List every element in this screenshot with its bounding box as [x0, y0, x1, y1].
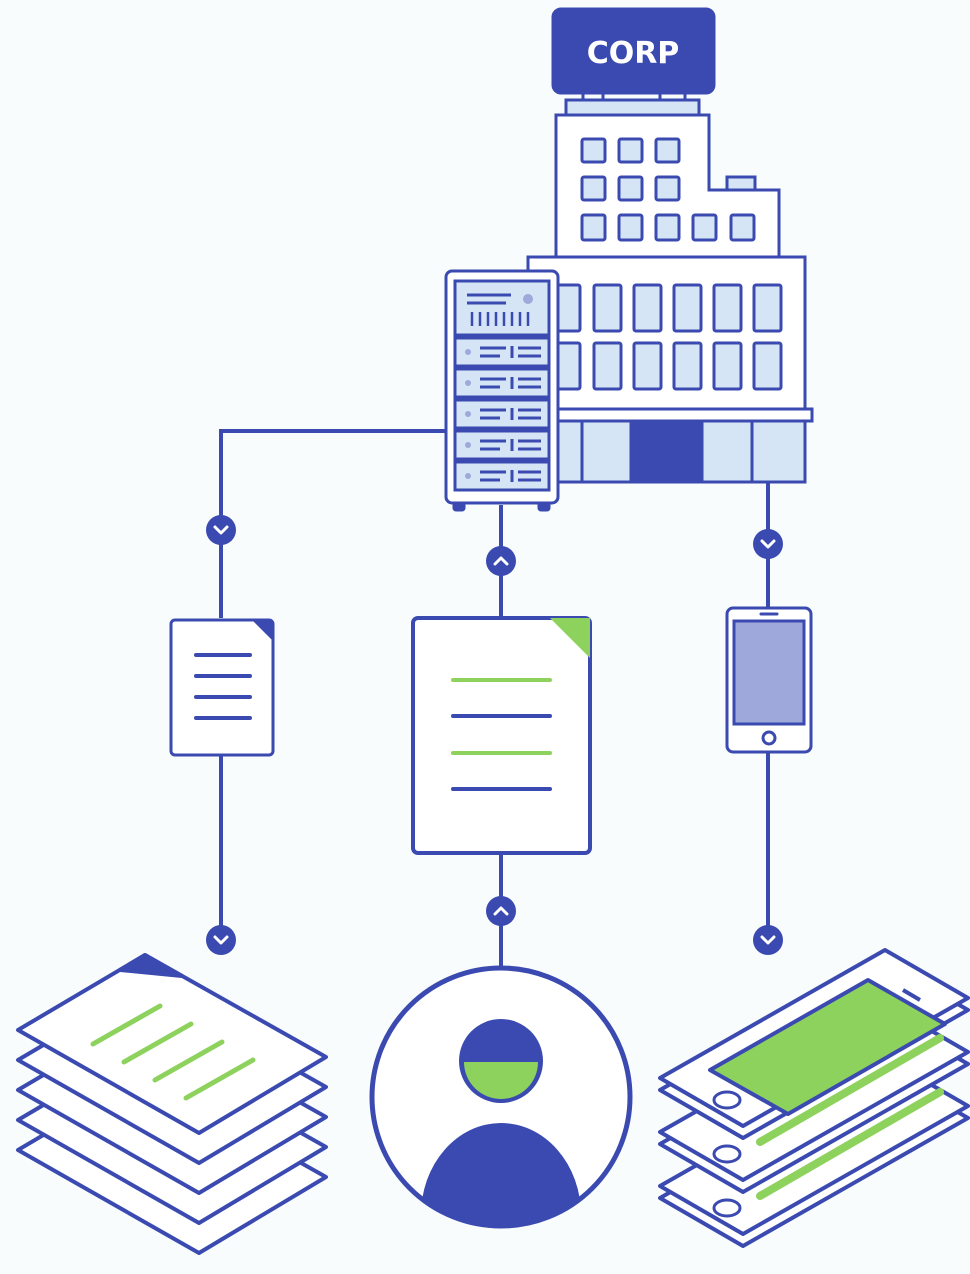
document-icon-small	[169, 618, 275, 757]
document-stack-icon	[16, 953, 328, 1255]
entrance-door	[629, 419, 704, 484]
docs-connector-down	[206, 515, 236, 545]
editor-connector-up	[486, 546, 516, 576]
line-server-to-docs	[219, 429, 446, 618]
mobile-connector-down-lower	[753, 925, 783, 955]
docs-connector-down-lower	[206, 925, 236, 955]
roof-cap	[564, 98, 701, 117]
document-icon-large	[411, 616, 592, 855]
corp-sign	[551, 7, 716, 95]
ledge	[538, 407, 814, 423]
server-unit-details	[480, 346, 541, 482]
editor-connector-up-lower	[486, 896, 516, 926]
corp-sign-label: CORP	[587, 36, 680, 71]
user-avatar	[369, 965, 633, 1229]
mobile-phone-icon	[725, 606, 813, 754]
corporate-building	[526, 7, 814, 484]
server-rack	[444, 269, 560, 512]
mobile-connector-down	[753, 529, 783, 559]
upper-windows	[580, 137, 756, 242]
phone-stack-icon	[658, 948, 970, 1248]
main-windows	[553, 283, 783, 391]
